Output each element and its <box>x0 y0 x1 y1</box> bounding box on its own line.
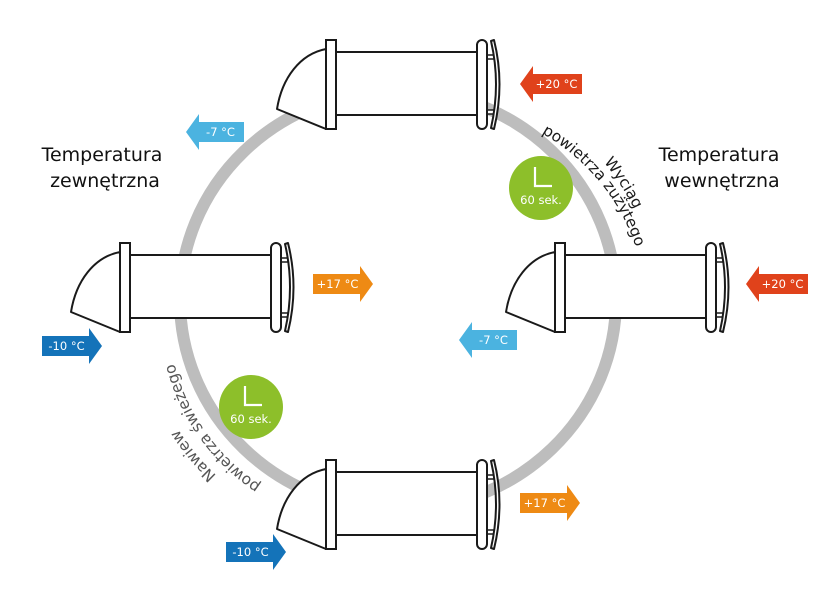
interior-cover-plate <box>490 459 501 550</box>
interior-cover-plate <box>490 39 501 130</box>
duct-tube <box>335 471 478 536</box>
interior-cover-plate <box>719 242 730 333</box>
weather-hood <box>276 48 327 130</box>
temperature-arrow-right-out: -7 °C <box>459 322 517 358</box>
arrow-left-icon <box>520 66 582 102</box>
timer-circle <box>219 375 283 439</box>
weather-hood <box>505 251 556 333</box>
wall-flange <box>325 39 337 130</box>
arrow-temperature-label: -7 °C <box>206 125 235 139</box>
arrow-left-icon <box>186 114 244 150</box>
arrow-right-icon <box>226 534 286 570</box>
outside-temperature-line2: zewnętrzna <box>50 170 160 192</box>
arrow-right-icon <box>313 266 373 302</box>
wall-flange <box>119 242 131 333</box>
inner-ring <box>476 459 488 550</box>
timer-badge-supply: 60 sek. <box>219 375 283 439</box>
interior-cover-plate <box>284 242 295 333</box>
temperature-arrow-left-in: +17 °C <box>313 266 373 302</box>
arrow-temperature-label: -10 °C <box>48 339 84 353</box>
clock-hands-icon <box>533 167 552 188</box>
timer-badge-exhaust: 60 sek. <box>509 156 573 220</box>
inner-ring <box>476 39 488 130</box>
temperature-arrow-right-in: +20 °C <box>746 266 808 302</box>
inside-temperature-line2: wewnętrzna <box>664 170 779 192</box>
temperature-arrow-left-out: -10 °C <box>42 328 102 364</box>
arrow-right-icon <box>42 328 102 364</box>
inside-temperature-line1: Temperatura <box>658 144 780 166</box>
ventilator-unit-right <box>505 242 730 333</box>
wall-flange <box>554 242 566 333</box>
weather-hood <box>276 468 327 550</box>
inside-temperature-title: Temperatura wewnętrzna <box>658 144 786 192</box>
duct-tube <box>335 51 478 116</box>
timer-circle <box>509 156 573 220</box>
duct-tube <box>129 254 272 319</box>
arrow-temperature-label: +17 °C <box>317 277 359 291</box>
temperature-arrow-bottom-out: -10 °C <box>226 534 286 570</box>
duct-tube <box>564 254 707 319</box>
outside-temperature-line1: Temperatura <box>41 144 163 166</box>
arrow-temperature-label: +20 °C <box>762 277 804 291</box>
inner-ring <box>270 242 282 333</box>
inner-ring <box>705 242 717 333</box>
timer-label: 60 sek. <box>520 193 562 207</box>
temperature-arrow-top-in: +20 °C <box>520 66 582 102</box>
weather-hood <box>70 251 121 333</box>
arrow-right-icon <box>520 485 580 521</box>
temperature-arrow-top-out: -7 °C <box>186 114 244 150</box>
arrow-temperature-label: -10 °C <box>232 545 268 559</box>
ventilator-unit-left <box>70 242 295 333</box>
outside-temperature-title: Temperatura zewnętrzna <box>41 144 169 192</box>
ventilator-unit-bottom <box>276 459 501 550</box>
arrow-left-icon <box>459 322 517 358</box>
wall-flange <box>325 459 337 550</box>
arrow-temperature-label: +20 °C <box>536 77 578 91</box>
arrow-temperature-label: -7 °C <box>479 333 508 347</box>
ventilator-unit-top <box>276 39 501 130</box>
arrow-temperature-label: +17 °C <box>524 496 566 510</box>
temperature-arrow-bottom-in: +17 °C <box>520 485 580 521</box>
timer-label: 60 sek. <box>230 412 272 426</box>
clock-hands-icon <box>243 386 262 407</box>
arrow-left-icon <box>746 266 808 302</box>
